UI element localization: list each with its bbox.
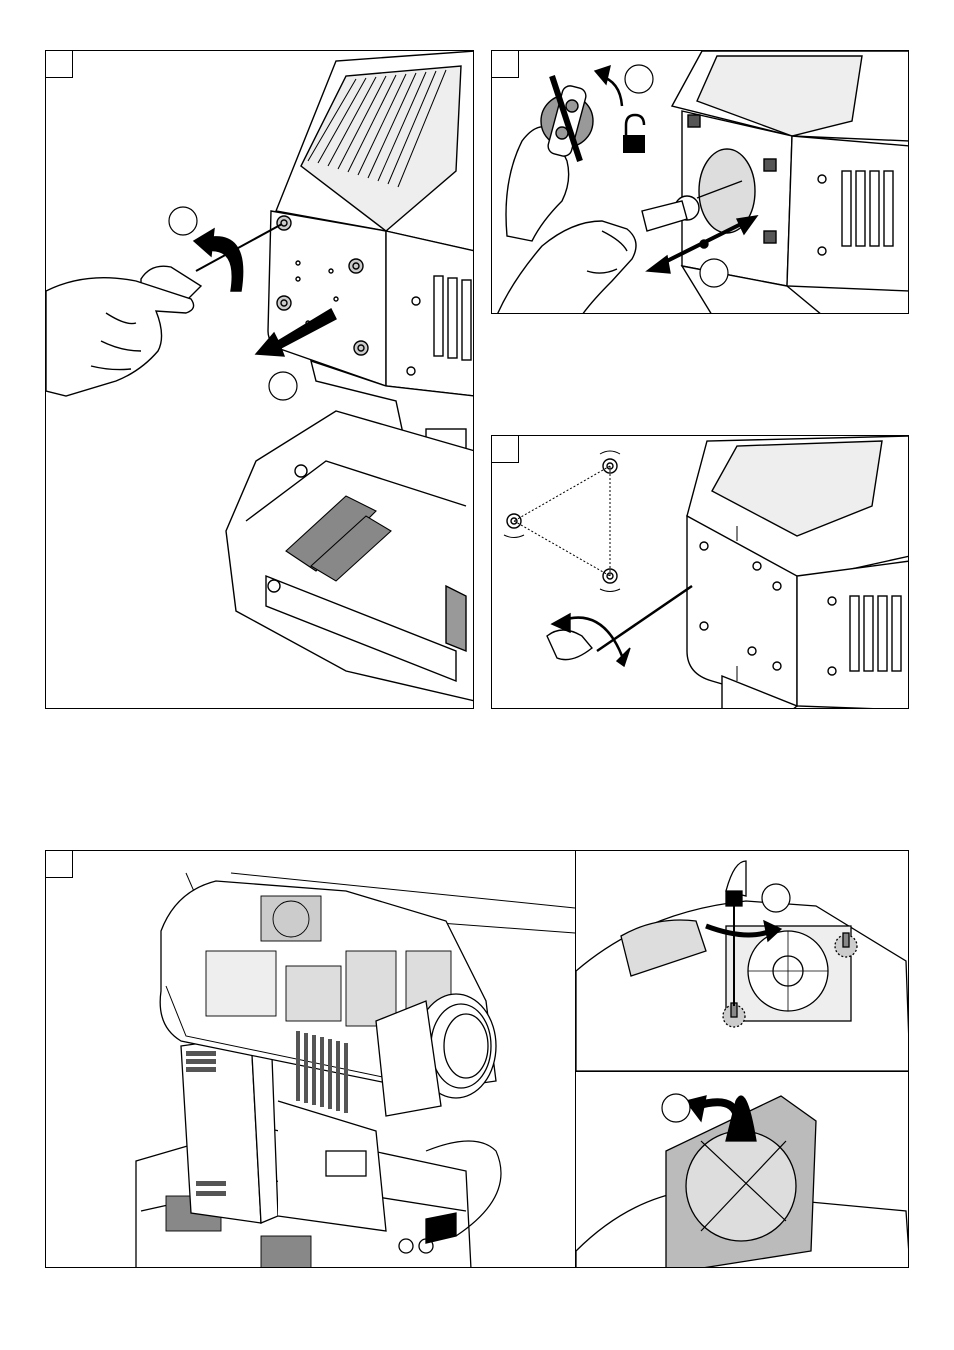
callout-1 [625,65,653,93]
callout-1 [762,884,790,912]
illustration-remove-cover [46,51,474,709]
illustration-adjust-screws [492,436,909,709]
step-box-1 [46,51,73,78]
figure-panel-2 [491,50,909,314]
step-box-2 [492,51,519,78]
figure-panel-1 [45,50,474,709]
figure-panel-3 [491,435,909,709]
illustration-fan-replacement [46,851,909,1268]
callout-1 [169,207,197,235]
callout-2 [662,1094,690,1122]
illustration-unlock-pin [492,51,909,314]
step-box-4 [46,851,73,878]
callout-2 [700,259,728,287]
figure-panel-4 [45,850,909,1268]
step-box-3 [492,436,519,463]
padlock-icon [623,115,645,153]
callout-2 [269,372,297,400]
